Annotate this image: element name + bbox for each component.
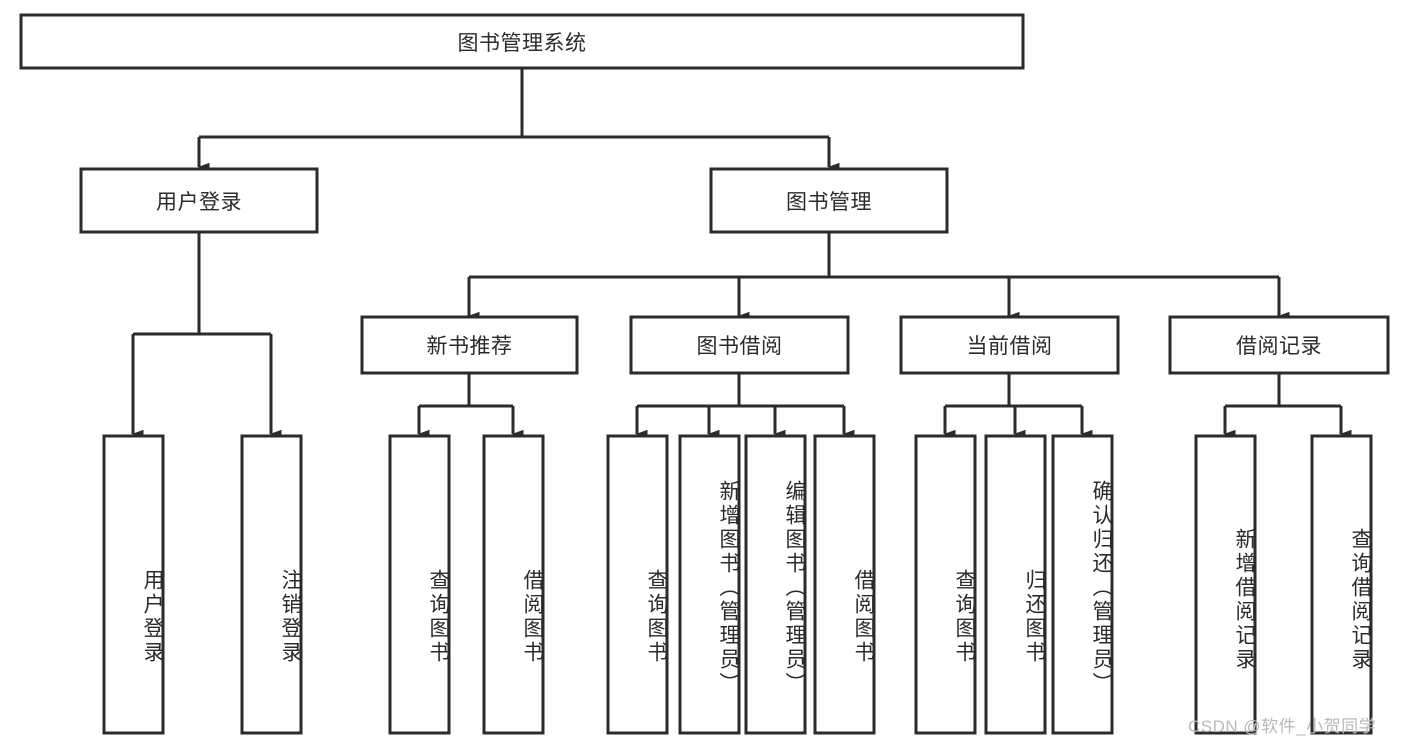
node-box-leaf-9 [914,434,977,735]
connector-group-current-borrow [943,373,1093,439]
node-box-leaf-8 [813,434,876,735]
csdn-watermark: CSDN @软件_小贺同学 [1188,717,1377,736]
node-box-leaf-3 [388,434,451,735]
node-box-leaf-11 [1051,434,1114,735]
connector-group-borrow-record [1223,373,1352,439]
connector-group-book-management [467,232,1290,321]
connector-group-root [197,68,840,172]
node-box-leaf-12 [1194,434,1257,735]
node-box-leaf-1 [102,434,165,735]
connector-group-new-book [417,373,524,439]
node-box-user-login [79,167,319,234]
node-box-leaf-6 [678,434,741,735]
node-box-leaf-5 [606,434,669,735]
node-box-current [899,315,1120,375]
node-box-leaf-7 [744,434,807,735]
node-box-new-book [360,315,579,375]
node-box-leaf-2 [240,434,303,735]
node-box-book-mgmt [709,167,949,234]
node-box-leaf-4 [482,434,545,735]
connector-group-book-borrow [635,373,855,439]
node-box-root [19,13,1025,70]
node-box-record [1168,315,1390,375]
node-box-book-borrow [629,315,850,375]
node-box-leaf-13 [1310,434,1373,735]
node-box-leaf-10 [984,434,1047,735]
connector-group-user-login [131,232,282,439]
